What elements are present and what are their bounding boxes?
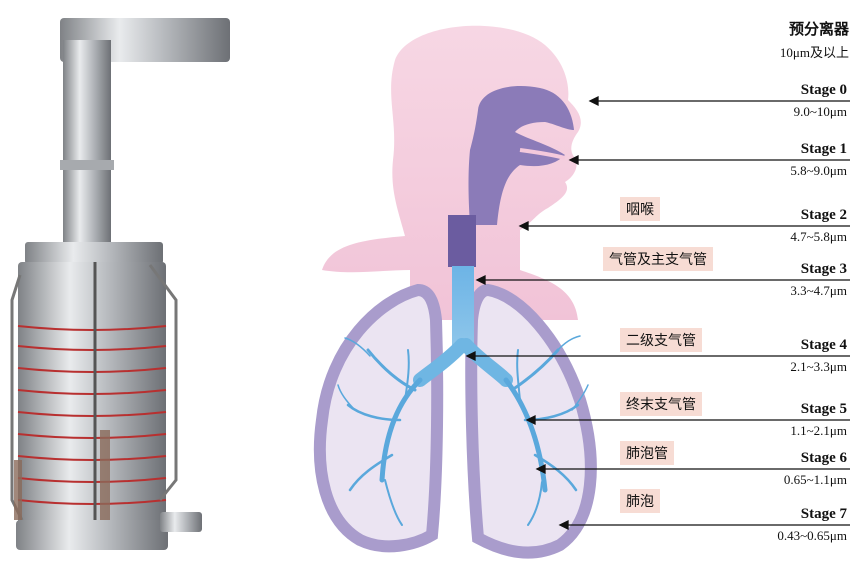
stage-6-name: Stage 6: [801, 450, 847, 467]
outlet-nozzle: [160, 512, 202, 532]
stage-1-range: 5.8~9.0μm: [790, 163, 847, 179]
region-terminal-bronchi: 终末支气管: [620, 392, 702, 416]
stage-7-range: 0.43~0.65μm: [777, 528, 847, 544]
region-alveoli: 肺泡: [620, 489, 660, 513]
stage-2-name: Stage 2: [801, 207, 847, 224]
stage-2-range: 4.7~5.8μm: [790, 229, 847, 245]
stage-stack: [18, 262, 166, 542]
stage-3-name: Stage 3: [801, 261, 847, 278]
respiratory-diagram: [320, 26, 591, 553]
stage-7-name: Stage 7: [801, 506, 847, 523]
preseparator-range: 10μm及以上: [780, 42, 849, 61]
head-silhouette: [322, 26, 581, 320]
impactor-device: [12, 18, 230, 550]
stage-0-name: Stage 0: [801, 82, 847, 99]
preseparator-cap: [25, 242, 163, 264]
stage-4-name: Stage 4: [801, 337, 847, 354]
base-plate: [16, 520, 168, 550]
stage-1-name: Stage 1: [801, 141, 847, 158]
stage-3-range: 3.3~4.7μm: [790, 283, 847, 299]
stage-0-range: 9.0~10μm: [794, 104, 847, 120]
region-trachea-main-bronchi: 气管及主支气管: [603, 247, 713, 271]
inlet-vertical-tube: [63, 40, 111, 245]
region-pharynx: 咽喉: [620, 197, 660, 221]
larynx: [448, 215, 476, 267]
stage-6-range: 0.65~1.1μm: [784, 472, 847, 488]
region-secondary-bronchi: 二级支气管: [620, 328, 702, 352]
stage-4-range: 2.1~3.3μm: [790, 359, 847, 375]
region-alveolar-ducts: 肺泡管: [620, 441, 674, 465]
stage-5-name: Stage 5: [801, 401, 847, 418]
stage-5-range: 1.1~2.1μm: [790, 423, 847, 439]
preseparator-title: 预分离器: [789, 18, 849, 39]
trachea: [452, 266, 474, 348]
